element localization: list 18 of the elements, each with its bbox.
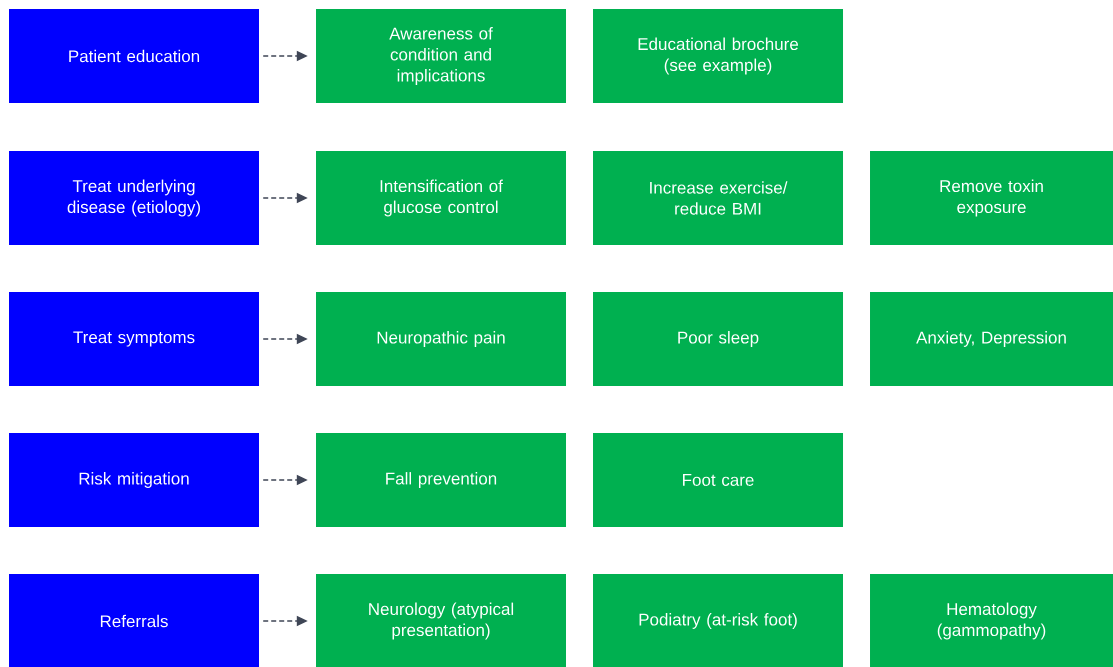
category-box: Patient education: [9, 9, 259, 103]
action-box: Awareness of condition and implications: [316, 9, 566, 103]
action-box: Anxiety, Depression: [870, 292, 1113, 386]
action-box: Podiatry (at-risk foot): [593, 574, 843, 667]
action-box: Poor sleep: [593, 292, 843, 386]
category-box: Risk mitigation: [9, 433, 259, 527]
category-box: Referrals: [9, 574, 259, 667]
category-box: Treat underlying disease (etiology): [9, 151, 259, 245]
category-box: Treat symptoms: [9, 292, 259, 386]
action-box: Foot care: [593, 433, 843, 527]
action-box: Neurology (atypical presentation): [316, 574, 566, 667]
action-box: Increase exercise/ reduce BMI: [593, 151, 843, 245]
action-box: Educational brochure (see example): [593, 9, 843, 103]
action-box: Fall prevention: [316, 433, 566, 527]
action-box: Neuropathic pain: [316, 292, 566, 386]
action-box: Remove toxin exposure: [870, 151, 1113, 245]
action-box: Intensification of glucose control: [316, 151, 566, 245]
action-box: Hematology (gammopathy): [870, 574, 1113, 667]
